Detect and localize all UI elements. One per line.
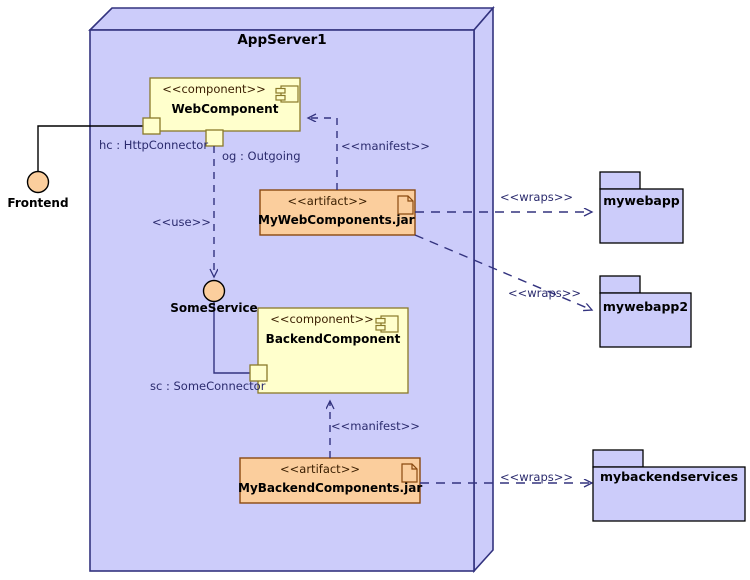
frontend-connector-line	[37, 125, 143, 172]
og-port-label: og : Outgoing	[222, 149, 301, 163]
web-component-name: WebComponent	[171, 102, 279, 116]
sc-port-label: sc : SomeConnector	[150, 379, 266, 393]
component-icon	[275, 85, 299, 103]
package-mywebapp2[interactable]	[599, 275, 692, 348]
wraps-mywebapp2-dependency-label: <<wraps>>	[508, 286, 582, 300]
package-mybackendservices-label: mybackendservices	[599, 469, 739, 484]
someservice-connector-line	[213, 302, 258, 374]
frontend-interface-label: Frontend	[7, 196, 69, 210]
package-mywebapp[interactable]	[599, 171, 684, 244]
wraps-mybackendservices-dependency-label: <<wraps>>	[500, 470, 574, 484]
use-dependency-label: <<use>>	[152, 215, 211, 229]
web-component-box[interactable]	[149, 77, 301, 132]
manifest-backend-dependency-label: <<manifest>>	[331, 419, 420, 433]
og-port-square[interactable]	[205, 129, 224, 147]
mybackendcomponents-artifact-name: MyBackendComponents.jar	[238, 481, 423, 495]
component-icon	[375, 315, 399, 333]
web-component-stereotype: <<component>>	[162, 82, 266, 96]
document-icon	[397, 195, 414, 215]
manifest-web-dependency-line	[308, 118, 338, 190]
hc-port-square[interactable]	[142, 117, 161, 135]
backend-component-name: BackendComponent	[265, 332, 401, 346]
package-mybackendservices[interactable]	[592, 449, 746, 522]
frontend-interface-ball	[26, 170, 50, 194]
backend-component-stereotype: <<component>>	[270, 312, 374, 326]
document-icon	[401, 463, 418, 483]
someservice-interface-label: SomeService	[170, 301, 258, 315]
wraps-mywebapp-dependency-label: <<wraps>>	[500, 190, 574, 204]
package-mywebapp2-label: mywebapp2	[602, 299, 689, 314]
mywebcomponents-artifact-stereotype: <<artifact>>	[287, 194, 368, 208]
mywebcomponents-artifact-name: MyWebComponents.jar	[258, 213, 415, 227]
mybackendcomponents-artifact-box[interactable]	[239, 457, 421, 504]
node-top-face	[88, 7, 495, 31]
someservice-interface-ball	[202, 279, 226, 303]
mybackendcomponents-artifact-stereotype: <<artifact>>	[280, 462, 360, 476]
node-right-face	[473, 5, 494, 574]
sc-port-square[interactable]	[249, 364, 268, 382]
node-title: AppServer1	[237, 32, 327, 48]
hc-port-label: hc : HttpConnector	[99, 138, 209, 152]
manifest-web-dependency-label: <<manifest>>	[341, 139, 430, 153]
package-mywebapp-label: mywebapp	[603, 193, 680, 208]
wraps-mywebapp2-dependency-line	[414, 234, 592, 310]
